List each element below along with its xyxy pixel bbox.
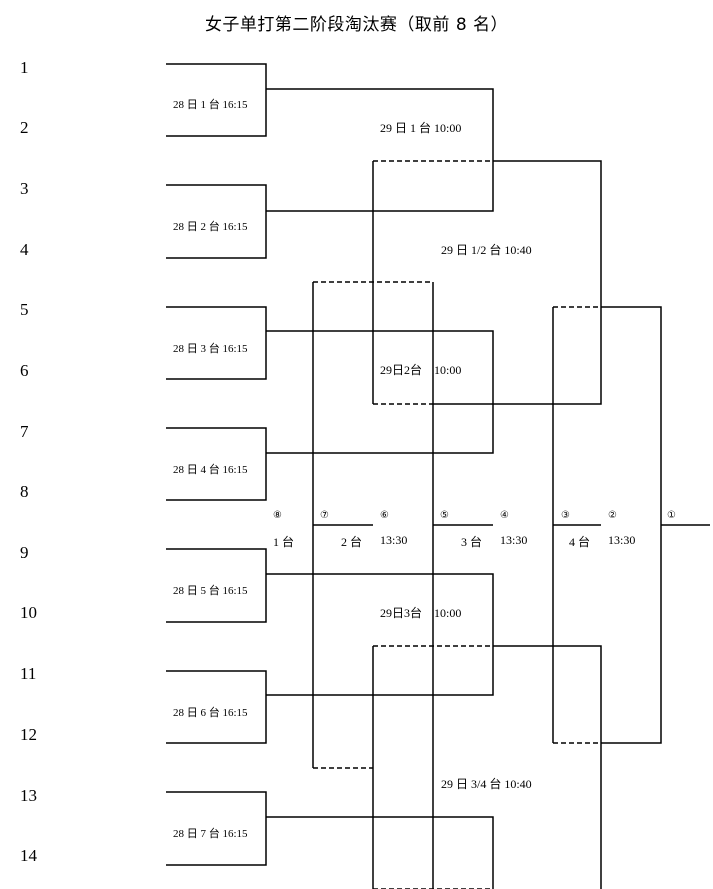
r2-bottom-bracket (266, 816, 494, 889)
table-4-label: 4 台 (569, 535, 591, 549)
placement-4-marker: ④ (500, 510, 509, 521)
match-6-label: 28 日 6 台 16:15 (173, 707, 248, 719)
placement-6-marker: ⑥ (380, 510, 389, 521)
r2-low-label: 29日3台 10:00 (380, 606, 462, 620)
seed-12: 12 (20, 725, 37, 744)
placement-5-marker: ⑤ (440, 510, 449, 521)
seed-6: 6 (20, 361, 29, 380)
r2-bottom-label: 29 日 3/4 台 10:40 (441, 777, 532, 791)
match-1-label: 28 日 1 台 16:15 (173, 99, 248, 111)
placement-1-marker: ① (667, 510, 676, 521)
seed-2: 2 (20, 118, 29, 137)
match-7-bracket (166, 791, 267, 866)
match-5-label: 28 日 5 台 16:15 (173, 585, 248, 597)
match-5-bracket (166, 548, 267, 623)
seed-10: 10 (20, 603, 37, 622)
table-4-time: 13:30 (608, 533, 636, 547)
seed-9: 9 (20, 543, 29, 562)
match-4-bracket (166, 427, 267, 501)
table-3-time: 13:30 (500, 533, 528, 547)
table-2-label: 2 台 (341, 535, 363, 549)
seed-5: 5 (20, 300, 29, 319)
match-2-bracket (166, 184, 267, 259)
seed-4: 4 (20, 240, 29, 259)
seed-3: 3 (20, 179, 29, 198)
table-1-label: 1 台 (273, 535, 295, 549)
match-3-bracket (166, 306, 267, 380)
seed-14: 14 (20, 846, 37, 865)
r2-mid-label: 29日2台 10:00 (380, 363, 462, 377)
placement-7-marker: ⑦ (320, 510, 329, 521)
r2-top-mid-label: 29 日 1/2 台 10:40 (441, 243, 532, 257)
semi-top-bracket (433, 160, 602, 405)
match-4-label: 28 日 4 台 16:15 (173, 464, 248, 476)
placement-2-marker: ② (608, 510, 617, 521)
seed-13: 13 (20, 786, 37, 805)
r2-top-label: 29 日 1 台 10:00 (380, 121, 462, 135)
match-7-label: 28 日 7 台 16:15 (173, 828, 248, 840)
seed-1: 1 (20, 58, 29, 77)
page-title: 女子单打第二阶段淘汰赛（取前 8 名） (204, 15, 509, 35)
match-3-label: 28 日 3 台 16:15 (173, 343, 248, 355)
placement-3-marker: ③ (561, 510, 570, 521)
match-2-label: 28 日 2 台 16:15 (173, 221, 248, 233)
match-6-bracket (166, 670, 267, 744)
r2-low-bracket (266, 573, 494, 696)
final-bracket (601, 306, 662, 744)
seed-11: 11 (20, 664, 37, 683)
r2-mid-bracket (266, 330, 494, 454)
r2-top-bracket (266, 88, 494, 212)
semi-bottom-bracket (493, 645, 602, 889)
match-1-bracket (166, 63, 267, 137)
placement-8-marker: ⑧ (273, 510, 282, 521)
table-3-label: 3 台 (461, 535, 483, 549)
seed-7: 7 (20, 422, 29, 441)
table-2-time: 13:30 (380, 533, 408, 547)
seed-8: 8 (20, 482, 29, 501)
